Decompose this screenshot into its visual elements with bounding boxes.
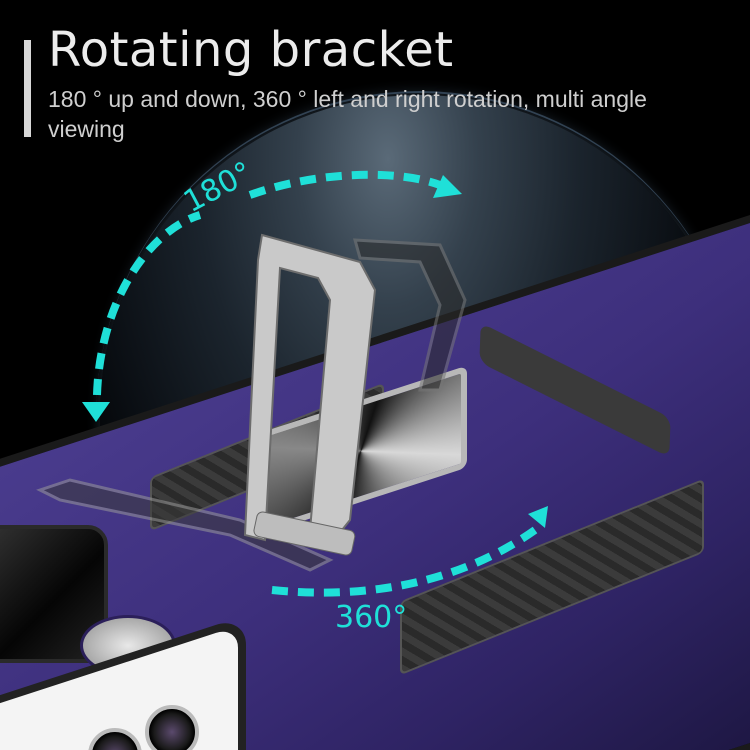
title-accent-bar [24,40,31,137]
rotate-arrow-360-icon [271,526,538,597]
bracket-frame-icon [243,233,377,556]
page-title: Rotating bracket [48,22,454,78]
rotate-arrow-180-icon [93,170,442,396]
bracket-ghost [36,238,467,572]
rotation-360-label: 360° [335,600,408,635]
earth-atmosphere [96,91,744,741]
page-subtitle: 180 ° up and down, 360 ° left and right … [48,86,647,142]
camera-lens-icon [145,705,199,750]
